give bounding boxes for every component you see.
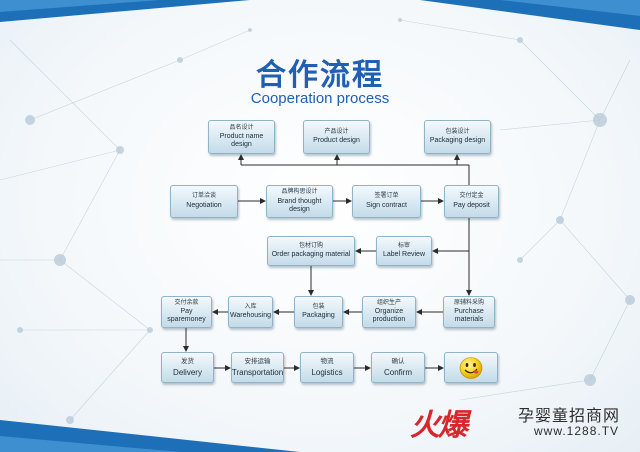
brand-logo: 火爆 [410, 408, 468, 443]
step-delivery: 发货 Delivery [161, 352, 214, 383]
step-cn-label: 交付余款 [174, 298, 199, 306]
step-cn-label: 产品设计 [324, 127, 349, 135]
step-packaging: 包装 Packaging [294, 296, 343, 328]
step-cn-label: 物流 [320, 357, 334, 366]
step-en-label: Delivery [173, 367, 202, 377]
step-cn-label: 标审 [397, 241, 410, 249]
step-negotiation: 订单洽谈 Negotiation [170, 185, 238, 218]
step-en-label: Purchase materials [454, 308, 484, 324]
smiley-face-icon [459, 356, 483, 379]
step-en-label: Organize production [372, 308, 406, 324]
watermark: 火爆 孕婴童招商网 www.1288.TV [410, 400, 640, 450]
step-en-label: Confirm [383, 367, 412, 377]
step-cn-label: 包装设计 [445, 127, 470, 135]
step-product-design: 产品设计 Product design [303, 120, 370, 154]
step-cn-label: 包材订购 [298, 241, 323, 249]
step-order-packaging-material: 包材订购 Order packaging material [267, 236, 355, 266]
step-pay-deposit: 交付定金 Pay deposit [444, 185, 499, 218]
step-en-label: Product design [313, 137, 360, 145]
step-label-review: 标审 Label Review [376, 236, 432, 266]
step-organize-production: 组织生产 Organize production [362, 296, 416, 328]
step-logistics: 物流 Logistics [300, 352, 354, 383]
step-transportation: 安排运输 Transportation [231, 352, 284, 383]
step-cn-label: 安排运输 [244, 357, 271, 366]
step-warehousing: 入库 Warehousing [228, 296, 273, 328]
step-purchase-materials: 原辅料采购 Purchase materials [443, 296, 495, 328]
step-en-label: Sign contract [366, 201, 407, 209]
step-en-label: Packaging design [429, 137, 486, 145]
step-en-label: Transportation [231, 367, 284, 377]
step-en-label: Warehousing [230, 312, 271, 320]
step-cn-label: 包装 [312, 302, 325, 310]
step-en-label: Product name design [219, 133, 264, 149]
step-cn-label: 品名设计 [229, 123, 254, 131]
step-brand-thought-design: 品牌构思设计 Brand thought design [266, 185, 333, 218]
step-en-label: Order packaging material [271, 251, 351, 259]
brand-url: www.1288.TV [534, 424, 620, 438]
step-product-name-design: 品名设计 Product name design [208, 120, 275, 154]
step-cn-label: 原辅料采购 [453, 298, 484, 306]
step-cn-label: 订单洽谈 [191, 192, 216, 200]
step-end [444, 352, 498, 383]
brand-site-name: 孕婴童招商网 [518, 406, 621, 425]
step-sign-contract: 签署订单 Sign contract [352, 185, 421, 218]
step-cn-label: 交付定金 [459, 192, 484, 200]
step-pay-sparemoney: 交付余款 Pay sparemoney [161, 296, 212, 328]
step-cn-label: 确认 [391, 357, 405, 366]
step-cn-label: 品牌构思设计 [281, 188, 318, 195]
step-cn-label: 签署订单 [374, 192, 399, 200]
step-packaging-design: 包装设计 Packaging design [424, 120, 491, 154]
step-en-label: Brand thought design [277, 197, 322, 213]
page-title: 合作流程 [256, 58, 384, 93]
step-en-label: Pay deposit [453, 201, 490, 209]
step-en-label: Label Review [382, 251, 426, 259]
page-subtitle: Cooperation process [250, 90, 390, 107]
step-en-label: Logistics [311, 367, 343, 377]
step-en-label: Pay sparemoney [167, 308, 206, 324]
step-confirm: 确认 Confirm [371, 352, 425, 383]
step-cn-label: 发货 [181, 357, 194, 366]
step-cn-label: 入库 [244, 302, 257, 310]
step-cn-label: 组织生产 [376, 298, 401, 306]
step-en-label: Negotiation [186, 201, 222, 209]
step-en-label: Packaging [302, 312, 335, 320]
